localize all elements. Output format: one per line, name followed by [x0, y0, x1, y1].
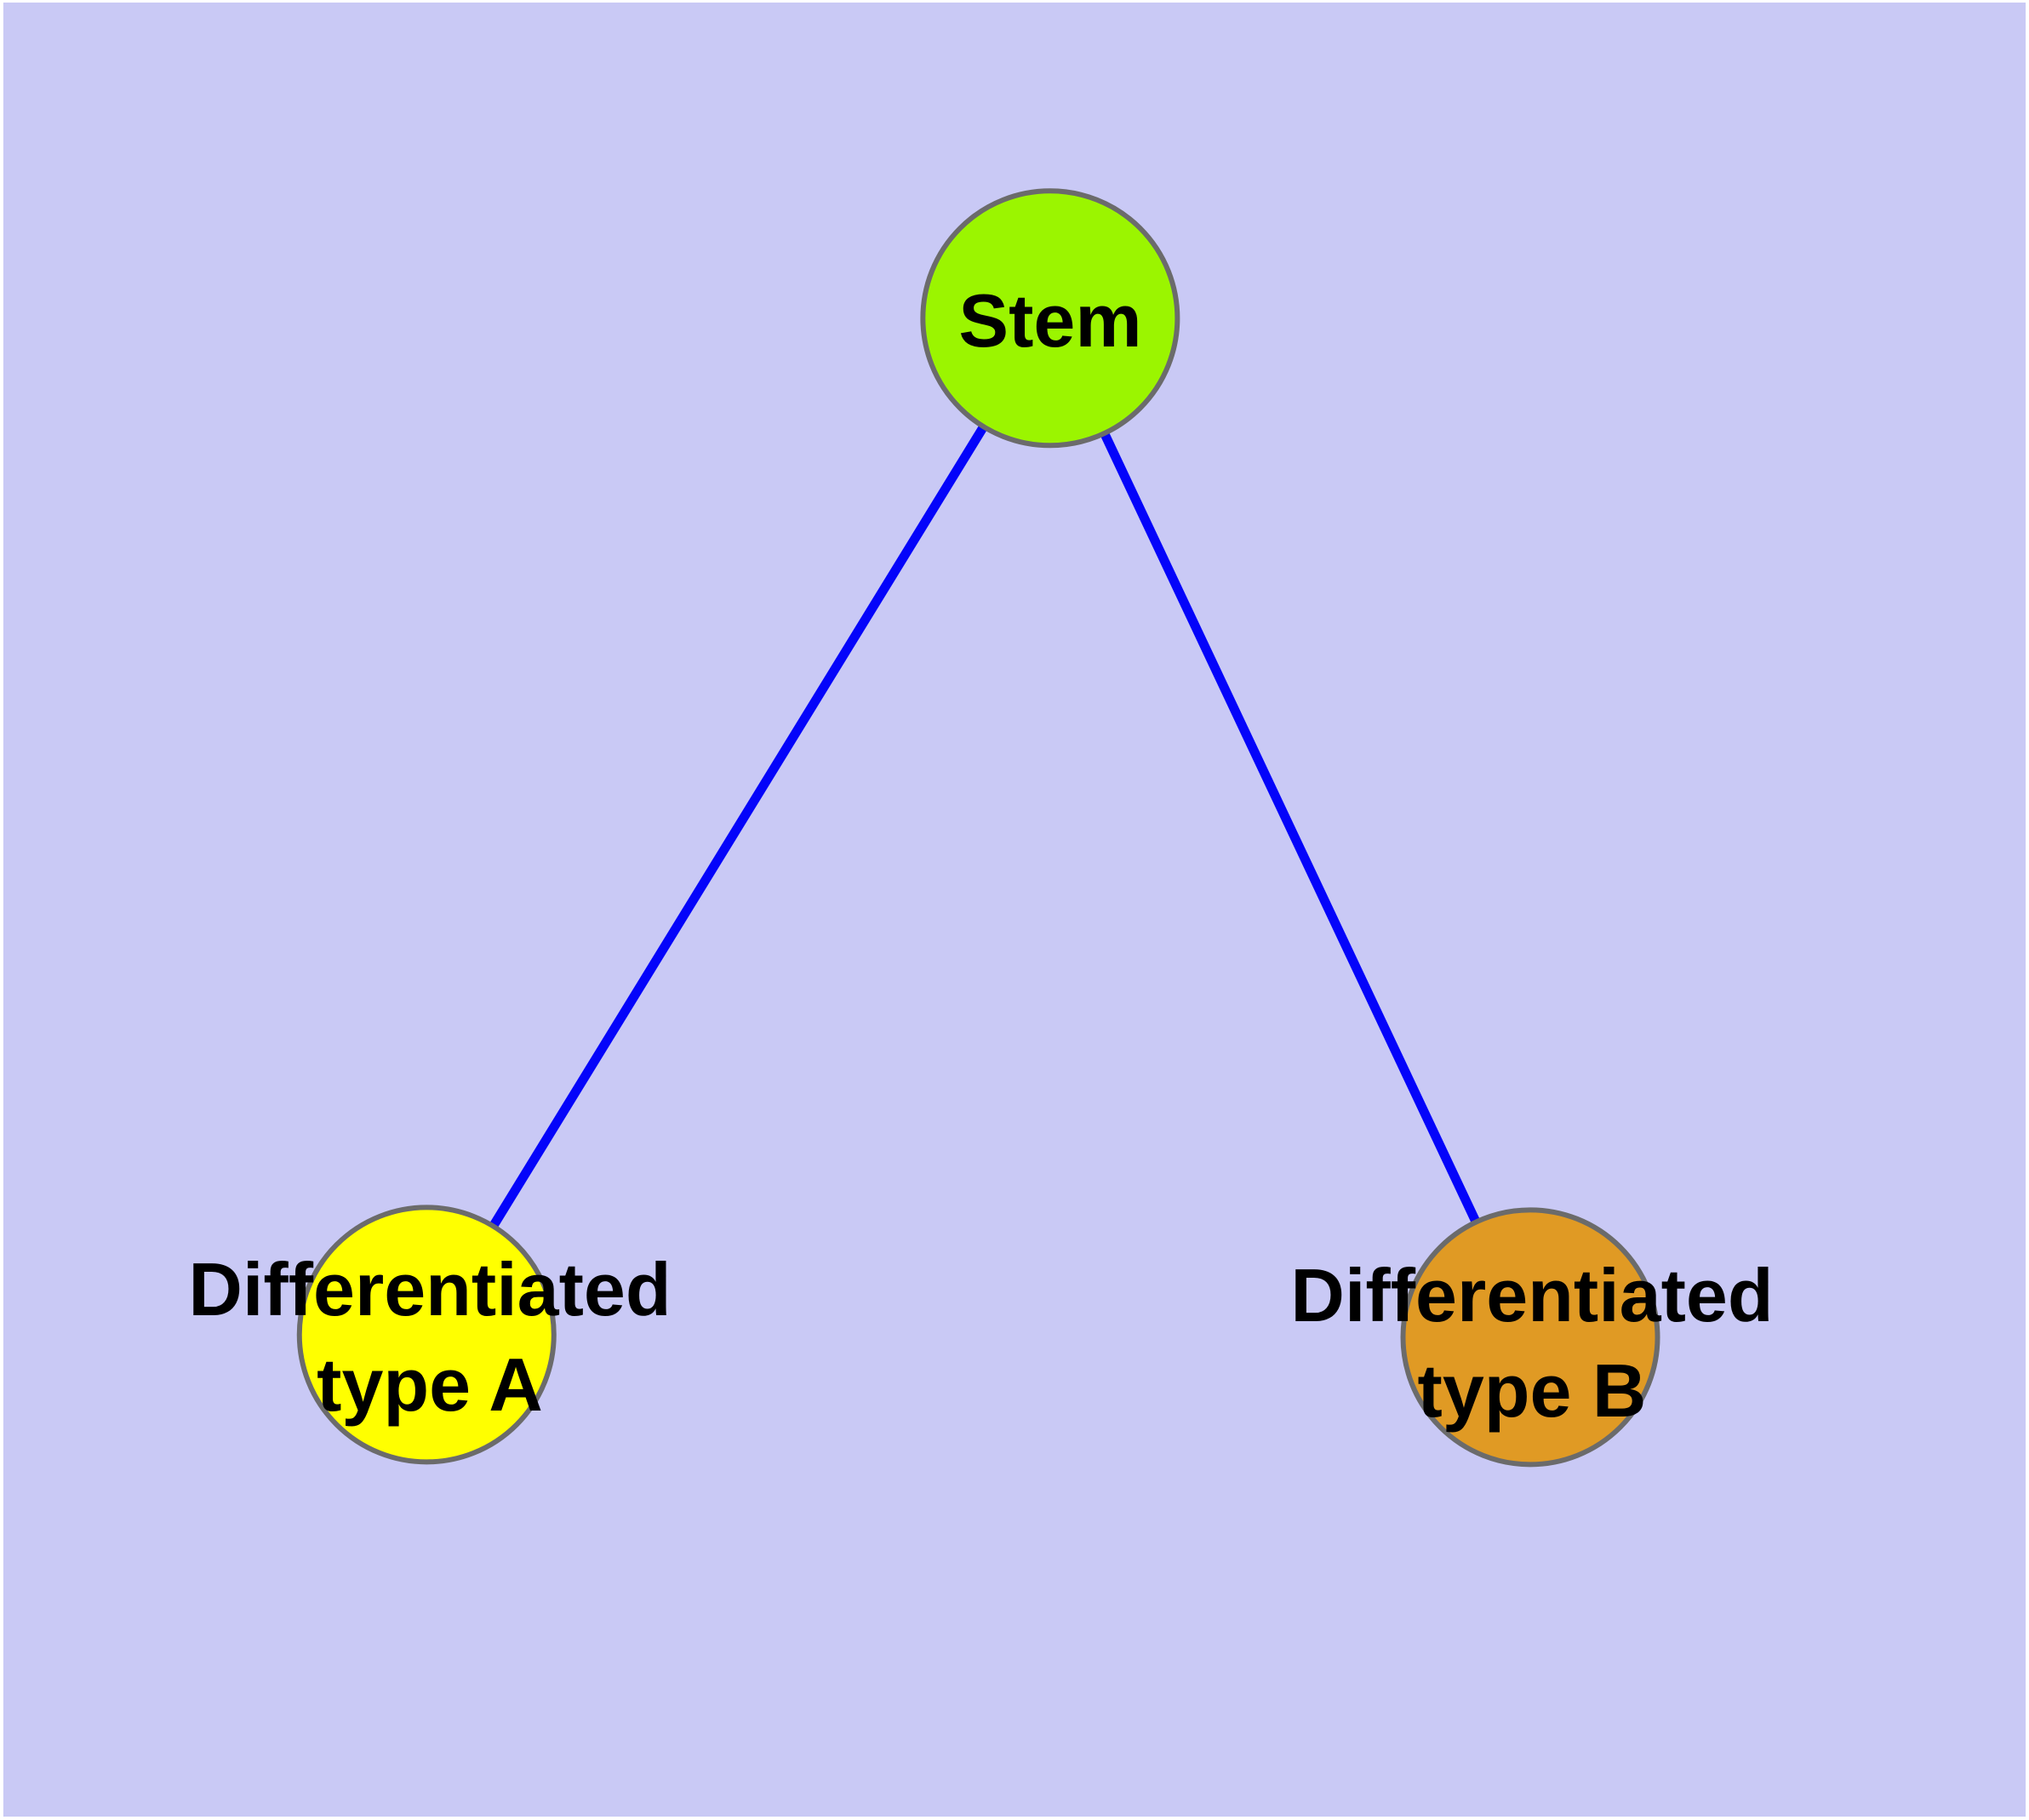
graph-svg: [3, 3, 2026, 1817]
node-stem[interactable]: [920, 188, 1180, 449]
edge-stem-to-type-a: [422, 315, 1055, 1337]
edge-stem-to-type-b: [1045, 316, 1535, 1340]
node-differentiated-type-a[interactable]: [296, 1205, 557, 1465]
node-differentiated-type-b[interactable]: [1400, 1207, 1660, 1468]
